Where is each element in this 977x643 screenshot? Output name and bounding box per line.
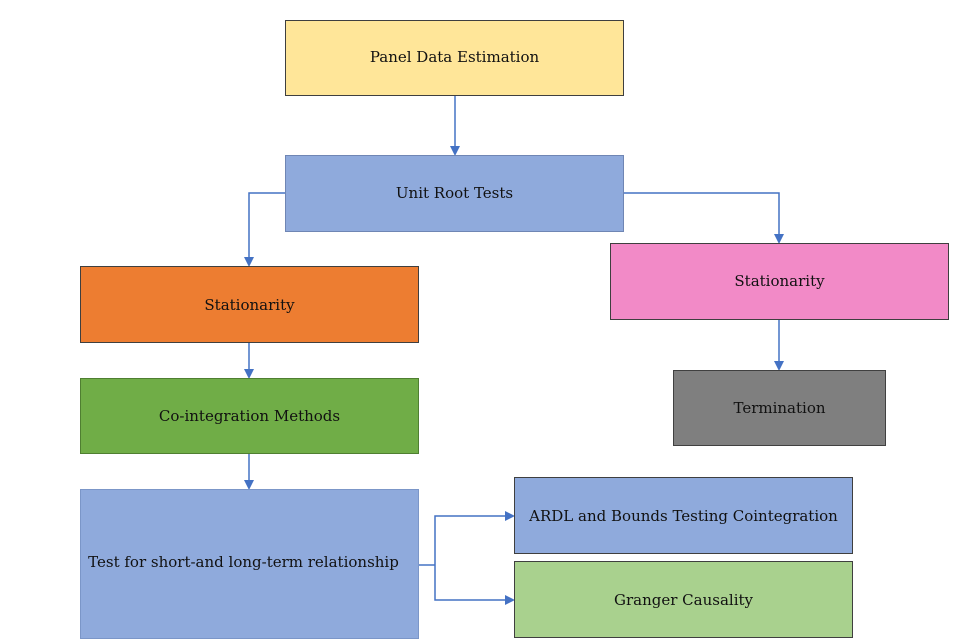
stationarity-left-box: Stationarity — [80, 266, 419, 343]
short-long-term-test-box: Test for short-and long-term relationshi… — [80, 489, 419, 639]
edge-test-to-ardl — [434, 511, 515, 565]
granger-causality-box: Granger Causality — [514, 561, 853, 638]
termination-box: Termination — [673, 370, 886, 446]
ardl-bounds-box: ARDL and Bounds Testing Cointegration — [514, 477, 853, 554]
stationarity-right-box: Stationarity — [610, 243, 949, 320]
panel-data-estimation-box: Panel Data Estimation — [285, 20, 624, 96]
edge-unit-root-to-stationarity-left — [244, 192, 285, 267]
edge-test-to-granger — [434, 565, 515, 605]
edge-unit-root-to-stationarity-right — [624, 192, 784, 244]
unit-root-tests-box: Unit Root Tests — [285, 155, 624, 232]
cointegration-methods-box: Co-integration Methods — [80, 378, 419, 454]
